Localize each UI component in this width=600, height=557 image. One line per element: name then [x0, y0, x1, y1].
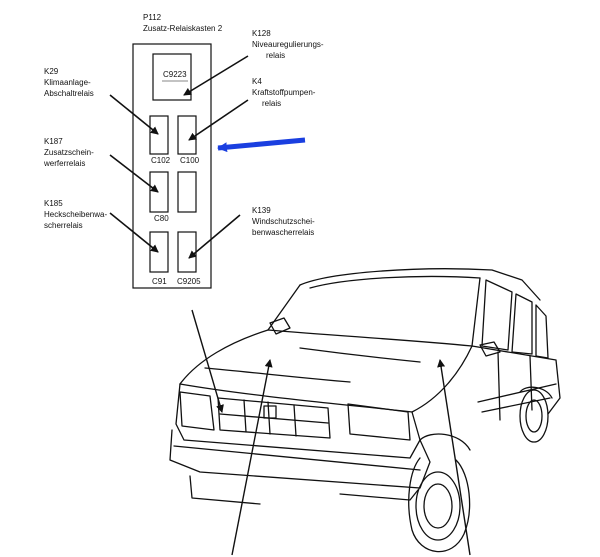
relay-desc-line1: Zusatzschein-: [44, 148, 94, 157]
vehicle-pointer-lines: [191, 309, 471, 556]
relay-label-k187: K187 Zusatzschein- werferrelais: [44, 136, 94, 169]
relay-box-code: P112: [143, 13, 162, 22]
relay-label-k29: K29 Klimaanlage- Abschaltrelais: [44, 66, 94, 99]
relay-desc-line1: Niveauregulierungs-: [252, 40, 324, 49]
relay-desc-line1: Windschutzschei-: [252, 217, 315, 226]
relay-code: K29: [44, 67, 59, 76]
relay-box: [132, 43, 212, 289]
relay-desc-line2: benwascherrelais: [252, 228, 315, 237]
relay-label-k139: K139 Windschutzschei- benwascherrelais: [252, 205, 315, 238]
highlight-arrow: [217, 137, 306, 153]
relay-slot-right-mid: [177, 171, 197, 213]
relay-desc-line2: werferrelais: [44, 159, 86, 168]
connector-c102: C102: [151, 156, 171, 165]
relay-slot-c102: [149, 115, 169, 155]
connector-c9223: C9223: [163, 70, 187, 79]
relay-code: K185: [44, 199, 63, 208]
relay-label-k185: K185 Heckscheibenwa- scherrelais: [44, 198, 107, 231]
relay-box-label: P112 Zusatz-Relaiskasten 2: [143, 12, 222, 34]
relay-code: K187: [44, 137, 63, 146]
relay-code: K139: [252, 206, 271, 215]
relay-desc-line1: Kraftstoffpumpen-: [252, 88, 316, 97]
connector-c91: C91: [152, 277, 167, 286]
relay-slot-c9223: [152, 53, 192, 101]
relay-code: K4: [252, 77, 262, 86]
relay-desc-line2: Abschaltrelais: [44, 89, 94, 98]
relay-box-name: Zusatz-Relaiskasten 2: [143, 24, 223, 33]
relay-desc-line2: relais: [266, 51, 286, 60]
relay-code: K128: [252, 29, 271, 38]
relay-desc-line2: relais: [262, 99, 282, 108]
vehicle-illustration: [169, 268, 561, 553]
relay-slot-c9205: [177, 231, 197, 273]
relay-label-k4: K4 Kraftstoffpumpen- relais: [252, 76, 315, 109]
connector-c9205: C9205: [177, 277, 201, 286]
relay-desc-line1: Klimaanlage-: [44, 78, 91, 87]
relay-slot-c91: [149, 231, 169, 273]
relay-label-k128: K128 Niveauregulierungs- relais: [252, 28, 324, 61]
connector-c100: C100: [180, 156, 200, 165]
relay-slot-c100: [177, 115, 197, 155]
connector-c80: C80: [154, 214, 169, 223]
leader-arrows: [109, 55, 249, 259]
relay-slot-c80: [149, 171, 169, 213]
relay-desc-line2: scherrelais: [44, 221, 83, 230]
relay-desc-line1: Heckscheibenwa-: [44, 210, 108, 219]
